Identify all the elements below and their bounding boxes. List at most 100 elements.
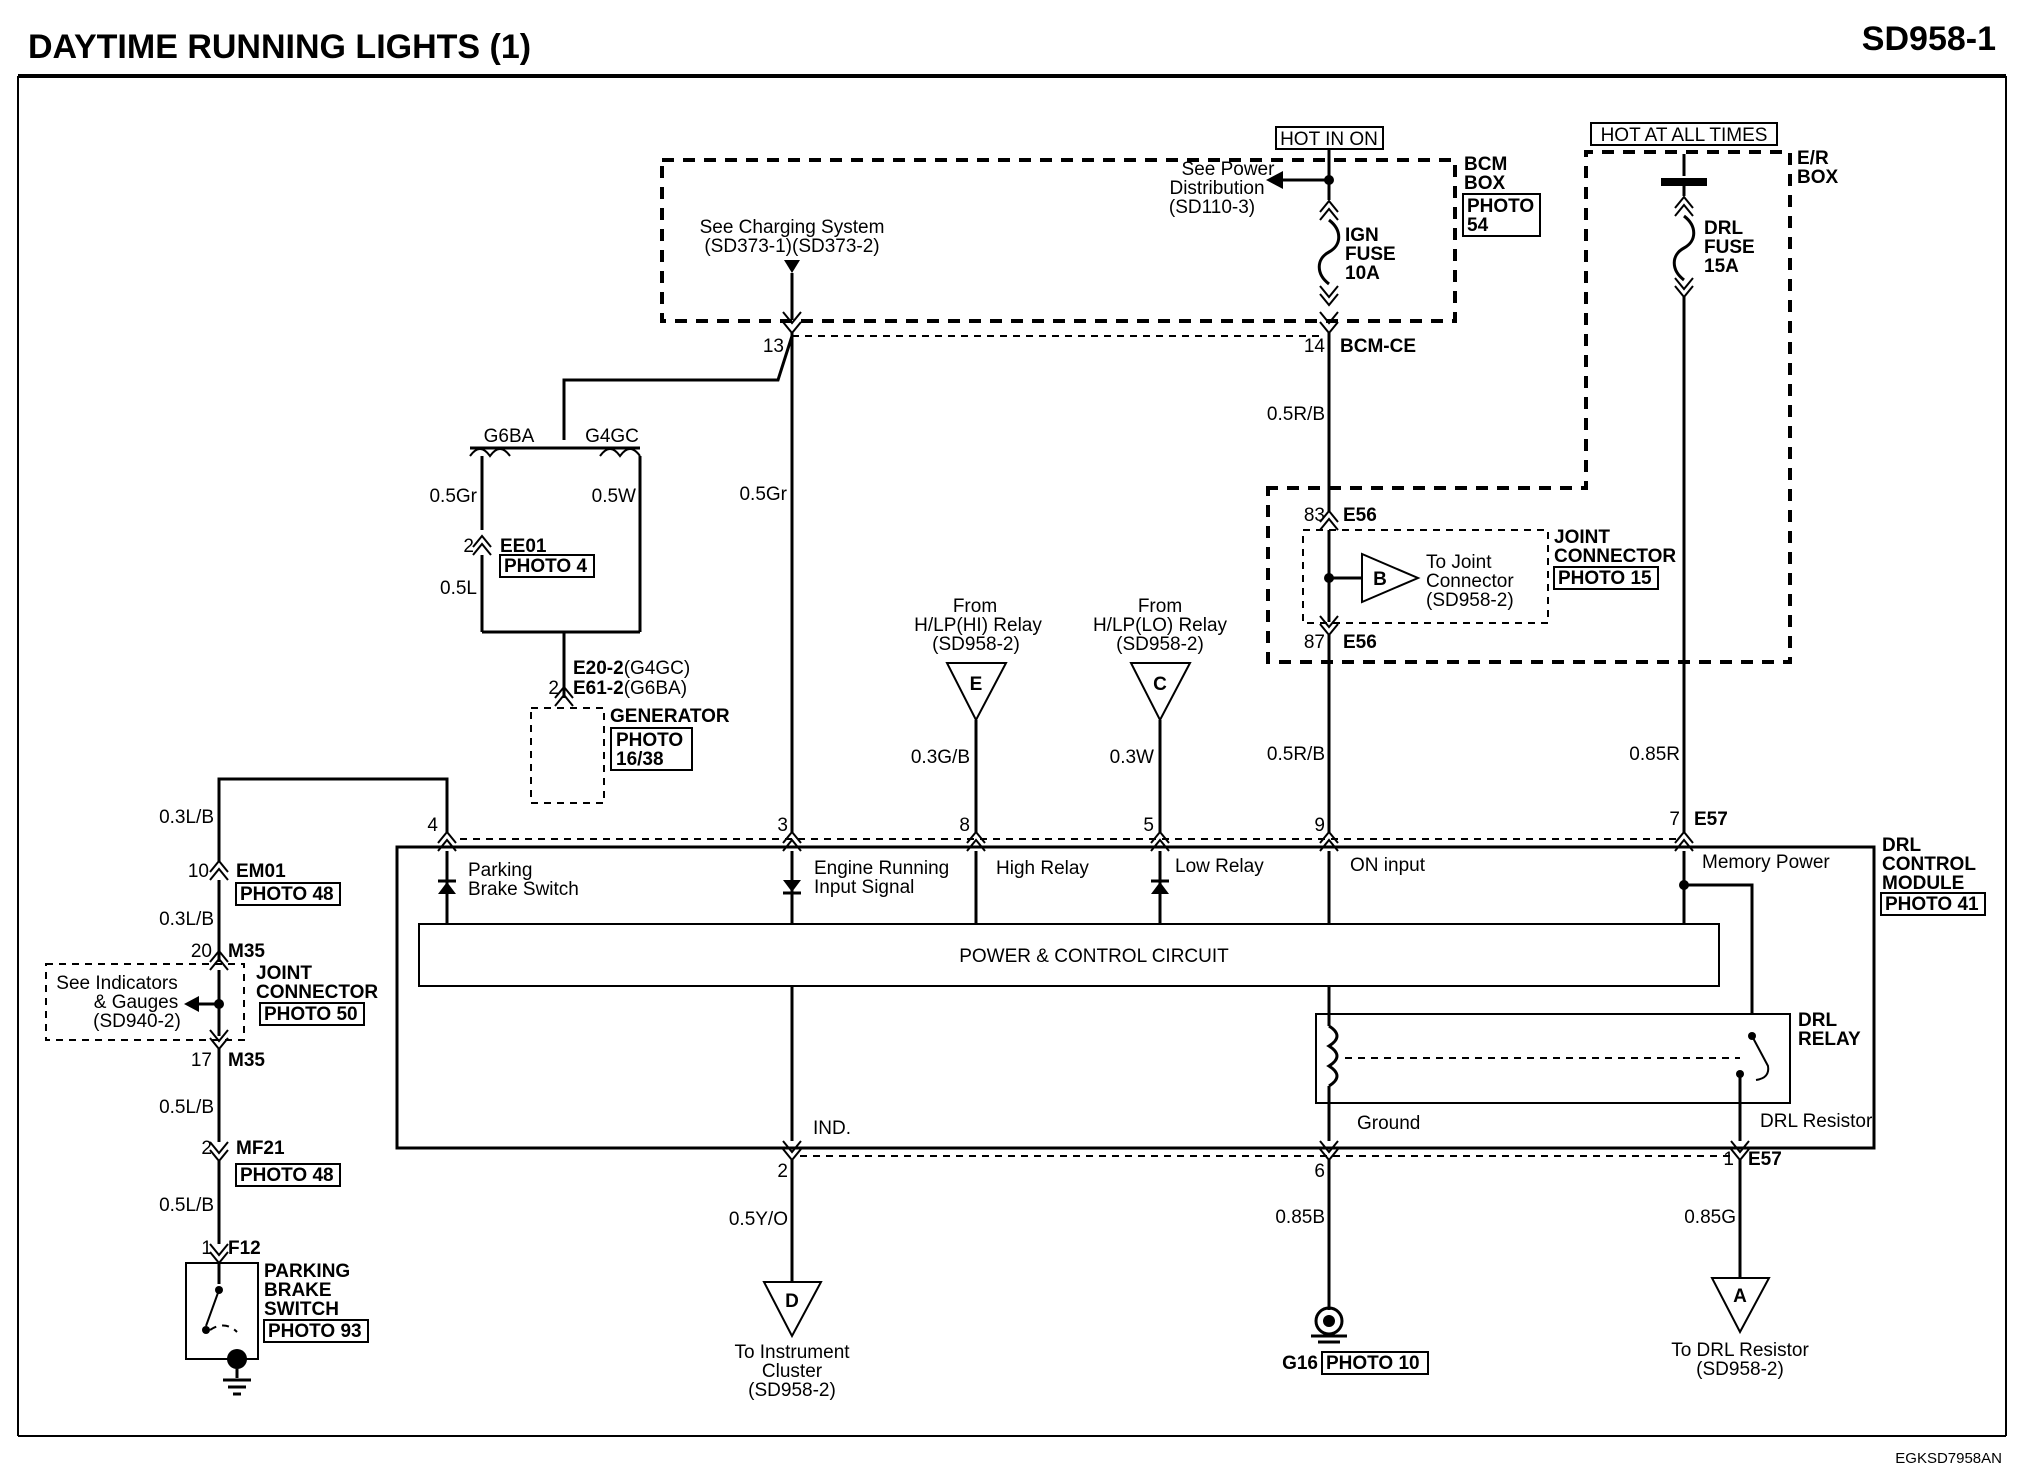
ign-fuse-icon bbox=[1317, 218, 1341, 286]
joint-b-triangle-icon bbox=[1361, 552, 1421, 604]
ground-g16-label: G16 bbox=[1282, 1353, 1318, 1374]
figure-reference: EGKSD7958AN bbox=[1895, 1450, 2002, 1467]
wire-label-05w: 0.5W bbox=[592, 486, 636, 507]
memory-to-relay-wire bbox=[1684, 883, 1754, 1028]
joint50-photo: PHOTO 50 bbox=[264, 1004, 358, 1025]
ee01-chevron-icon bbox=[472, 534, 492, 548]
connector-e20: E20-2(G4GC) bbox=[573, 658, 690, 679]
drl-relay-label-2: RELAY bbox=[1798, 1029, 1861, 1050]
ground-g16-dot bbox=[1323, 1315, 1335, 1327]
power-dist-line3: (SD110-3) bbox=[1169, 197, 1255, 218]
joint-connector-outline bbox=[1302, 529, 1549, 624]
module-engine-1: Engine Running bbox=[814, 858, 949, 879]
module-high-relay: High Relay bbox=[996, 858, 1089, 879]
from-hi-line2: H/LP(HI) Relay bbox=[914, 615, 1042, 636]
em01-photo: PHOTO 48 bbox=[240, 884, 334, 905]
wire-to-generator bbox=[562, 335, 794, 440]
pin-83: 83 bbox=[1304, 505, 1325, 526]
connector-e56-bottom: E56 bbox=[1343, 632, 1377, 653]
charging-line1: See Charging System bbox=[700, 217, 885, 238]
connector-e57-bottom: E57 bbox=[1748, 1149, 1782, 1170]
drl-fuse-bottom-chevron-icon bbox=[1674, 277, 1694, 291]
pbs-label-2: BRAKE bbox=[264, 1280, 332, 1301]
em01-photo-box bbox=[235, 882, 341, 906]
pbs-actuator-link bbox=[209, 1324, 238, 1333]
generator-photo-2: 16/38 bbox=[616, 749, 664, 770]
drl-fuse-line2: FUSE bbox=[1704, 237, 1755, 258]
power-dist-arrow-icon bbox=[1266, 171, 1283, 189]
module-drl-resistor: DRL Resistor bbox=[1760, 1111, 1873, 1132]
parking-brake-switch-box bbox=[185, 1262, 259, 1360]
drl-fuse-icon bbox=[1672, 214, 1696, 282]
pbs-label-1: PARKING bbox=[264, 1261, 350, 1282]
to-drl-resistor-line2: (SD958-2) bbox=[1696, 1359, 1784, 1380]
connector-mf21: MF21 bbox=[236, 1138, 285, 1159]
joint-connector-left-outline bbox=[45, 963, 245, 1041]
from-lo-triangle-icon bbox=[1129, 662, 1192, 723]
pin-7: 7 bbox=[1669, 809, 1680, 830]
from-lo-letter: C bbox=[1153, 674, 1167, 695]
wire-label-03lb-1: 0.3L/B bbox=[159, 807, 214, 828]
joint50-photo-box bbox=[259, 1002, 365, 1026]
er-box-outline bbox=[1266, 150, 1792, 664]
wire-label-085r: 0.85R bbox=[1629, 744, 1680, 765]
to-cluster-letter: D bbox=[785, 1291, 799, 1312]
g16-photo-box bbox=[1321, 1351, 1429, 1375]
pin-14: 14 bbox=[1304, 336, 1326, 357]
wire-label-085g: 0.85G bbox=[1684, 1207, 1736, 1228]
connector-ee01: EE01 bbox=[500, 536, 547, 557]
hot-at-all-times-box bbox=[1590, 122, 1778, 146]
drl-fuse-line1: DRL bbox=[1704, 218, 1743, 239]
ign-fuse-line2: FUSE bbox=[1345, 244, 1396, 265]
module-photo-box bbox=[1880, 892, 1986, 916]
pin13-chevron-icon bbox=[782, 311, 802, 325]
power-dist-line1: See Power bbox=[1182, 159, 1276, 180]
pbs-label-3: SWITCH bbox=[264, 1299, 339, 1320]
from-lo-line3: (SD958-2) bbox=[1116, 634, 1204, 655]
drl-fuse-line3: 15A bbox=[1704, 256, 1739, 277]
pin-87: 87 bbox=[1304, 632, 1325, 653]
wire-03lb-top bbox=[217, 777, 449, 862]
pin87-chevron-icon bbox=[1319, 615, 1339, 629]
module-parking-1: Parking bbox=[468, 860, 532, 881]
connector-e61: E61-2(G6BA) bbox=[573, 678, 687, 699]
pin-f12: 1 bbox=[201, 1238, 212, 1259]
joint-connector-label-2: CONNECTOR bbox=[1554, 546, 1676, 567]
power-control-circuit-block bbox=[418, 923, 1720, 987]
wire-label-05rb-top: 0.5R/B bbox=[1267, 404, 1325, 425]
generator-photo-1: PHOTO bbox=[616, 730, 683, 751]
wire-label-05yo: 0.5Y/O bbox=[729, 1209, 788, 1230]
joint-left-label-1: JOINT bbox=[256, 963, 312, 984]
pin-8: 8 bbox=[959, 815, 970, 836]
joint-to-line3: (SD958-2) bbox=[1426, 590, 1514, 611]
pbs-photo-box bbox=[263, 1319, 369, 1343]
m35-top-chevron2-icon bbox=[209, 957, 229, 971]
pin-10: 10 bbox=[188, 861, 209, 882]
see-indicators-line2: & Gauges bbox=[94, 992, 179, 1013]
drl-control-module bbox=[395, 845, 1876, 1150]
ign-fuse-bottom-chevron2-icon bbox=[1319, 293, 1339, 307]
from-lo-line2: H/LP(LO) Relay bbox=[1093, 615, 1228, 636]
to-drl-resistor-triangle-icon bbox=[1710, 1277, 1771, 1335]
from-hi-letter: E bbox=[970, 674, 983, 695]
module-parking-2: Brake Switch bbox=[468, 879, 579, 900]
bcm-photo-label: PHOTO bbox=[1467, 196, 1534, 217]
module-label-1: DRL bbox=[1882, 835, 1921, 856]
pin-4: 4 bbox=[427, 815, 438, 836]
connector-f12: F12 bbox=[228, 1238, 261, 1259]
power-control-circuit-label: POWER & CONTROL CIRCUIT bbox=[959, 946, 1229, 967]
mf21-photo: PHOTO 48 bbox=[240, 1165, 334, 1186]
ign-fuse-top-chevron2-icon bbox=[1319, 207, 1339, 221]
wire-label-03gb: 0.3G/B bbox=[911, 747, 970, 768]
wire-label-05gr-mid: 0.5Gr bbox=[739, 484, 787, 505]
page-code: SD958-1 bbox=[1862, 20, 1996, 58]
module-low-relay: Low Relay bbox=[1175, 856, 1264, 877]
ee01-photo: PHOTO 4 bbox=[504, 556, 587, 577]
pin-5: 5 bbox=[1143, 815, 1154, 836]
module-photo: PHOTO 41 bbox=[1885, 894, 1979, 915]
from-hi-triangle-icon bbox=[945, 662, 1008, 723]
bcm-box-label-1: BCM bbox=[1464, 154, 1507, 175]
connector-m35-bottom: M35 bbox=[228, 1050, 265, 1071]
module-top-pin-chevrons bbox=[437, 830, 1694, 852]
